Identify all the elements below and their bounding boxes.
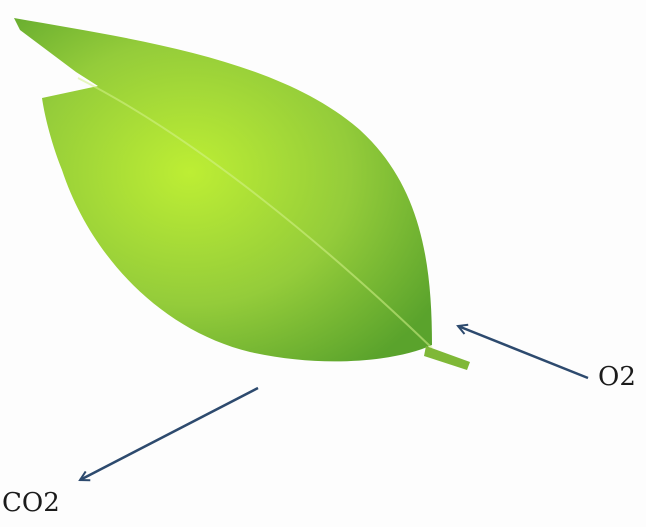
carbon-dioxide-label: CO2: [2, 490, 60, 516]
leaf-blade: [14, 18, 432, 361]
leaf-icon: [14, 18, 470, 370]
arrow-out-of-leaf-icon: [80, 388, 258, 480]
arrow-into-leaf-icon: [458, 326, 588, 378]
oxygen-label: O2: [598, 364, 636, 390]
leaf-stem: [424, 346, 470, 370]
